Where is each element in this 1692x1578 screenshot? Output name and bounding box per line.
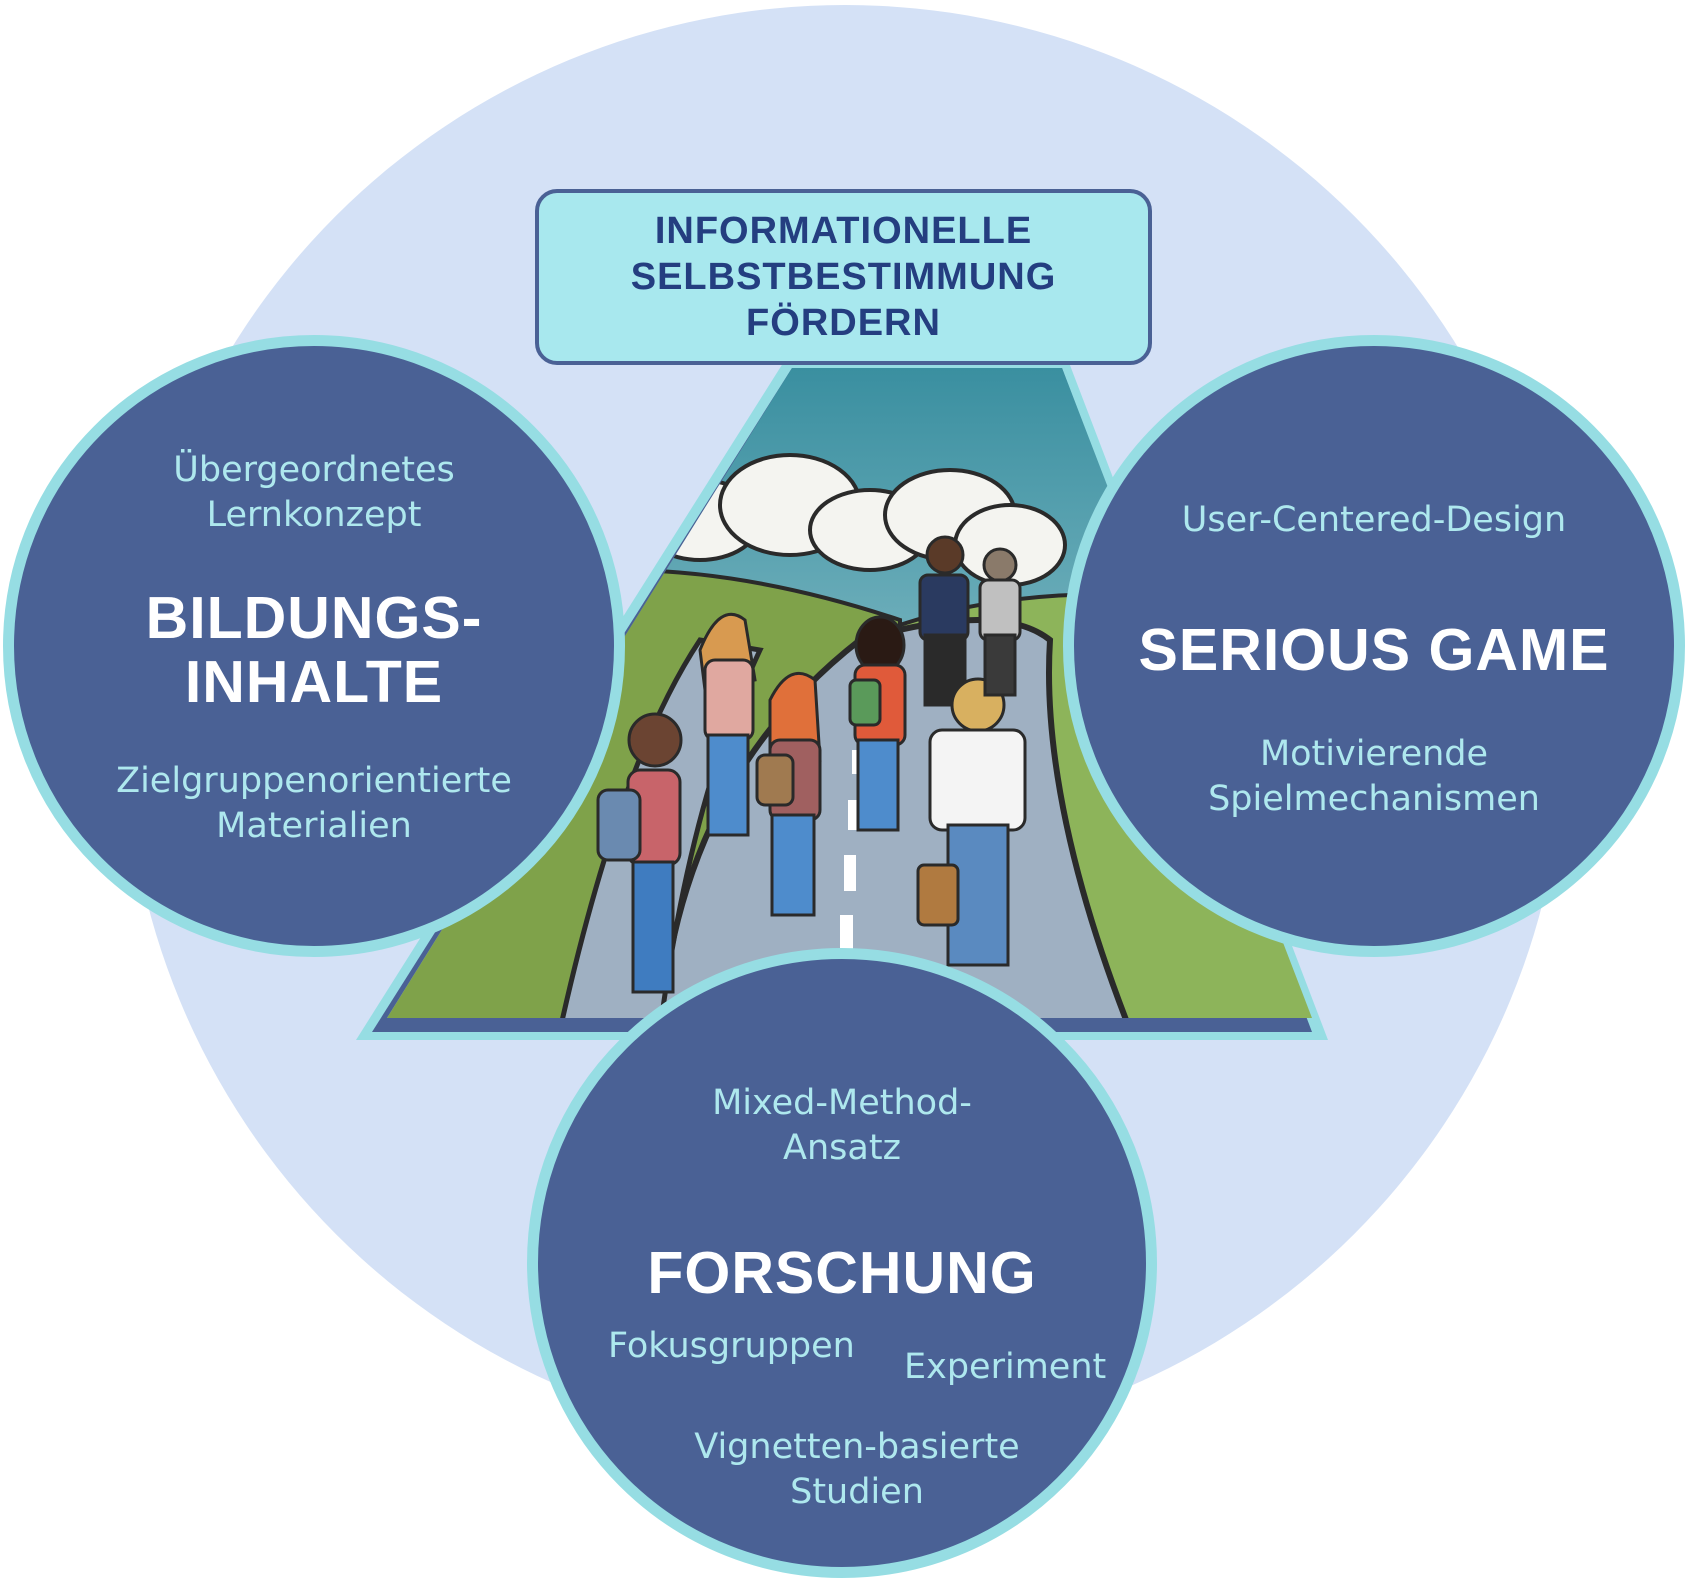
person-4 [848,615,907,832]
left-top-text: Übergeordnetes Lernkonzept [14,448,614,538]
bottom-title: FORSCHUNG [647,1240,1037,1306]
right-bottom-line-1: Motivierende [1259,734,1489,774]
left-bottom-line-1: Zielgruppenorientierte [116,761,512,801]
left-top-line-2: Lernkonzept [206,495,422,535]
left-top-line-1: Übergeordnetes [173,450,455,490]
person-5 [918,535,970,707]
left-title-line-2: INHALTE [184,649,444,715]
bottom-item-fokusgruppen: Fokusgruppen [608,1326,855,1366]
right-top-text: User-Centered-Design [1181,500,1567,540]
left-bottom-line-2: Materialien [216,806,412,846]
person-2 [698,612,757,837]
bottom-top-line-1: Mixed-Method- [712,1083,972,1123]
person-3 [755,671,822,917]
circle-forschung: Mixed-Method- Ansatz FORSCHUNG Fokusgrup… [527,948,1157,1578]
right-bottom-text: Motivierende Spielmechanismen [1074,732,1674,822]
left-title: BILDUNGS- INHALTE [14,586,614,714]
bottom-item-experiment: Experiment [904,1347,1107,1387]
right-bottom-line-2: Spielmechanismen [1208,779,1540,819]
circle-bildungsinhalte: Übergeordnetes Lernkonzept BILDUNGS- INH… [3,335,625,957]
circle-serious-game: User-Centered-Design SERIOUS GAME Motivi… [1063,335,1685,957]
left-bottom-text: Zielgruppenorientierte Materialien [14,759,614,849]
goal-box: INFORMATIONELLE SELBSTBESTIMMUNG FÖRDERN [535,189,1152,365]
bottom-item-vignetten-line-2: Studien [790,1472,924,1512]
person-1 [596,712,683,994]
bottom-item-vignetten-line-1: Vignetten-basierte [694,1427,1020,1467]
goal-line-2: SELBSTBESTIMMUNG [630,256,1057,298]
right-title: SERIOUS GAME [1138,617,1610,683]
goal-line-1: INFORMATIONELLE [654,210,1033,252]
person-6 [916,677,1027,967]
bottom-item-vignetten: Vignetten-basierte Studien [568,1425,1146,1515]
person-7 [978,547,1022,697]
bottom-top-line-2: Ansatz [783,1128,901,1168]
goal-line-3: FÖRDERN [746,302,941,344]
left-title-line-1: BILDUNGS- [145,585,483,651]
bottom-top-text: Mixed-Method- Ansatz [538,1081,1146,1171]
